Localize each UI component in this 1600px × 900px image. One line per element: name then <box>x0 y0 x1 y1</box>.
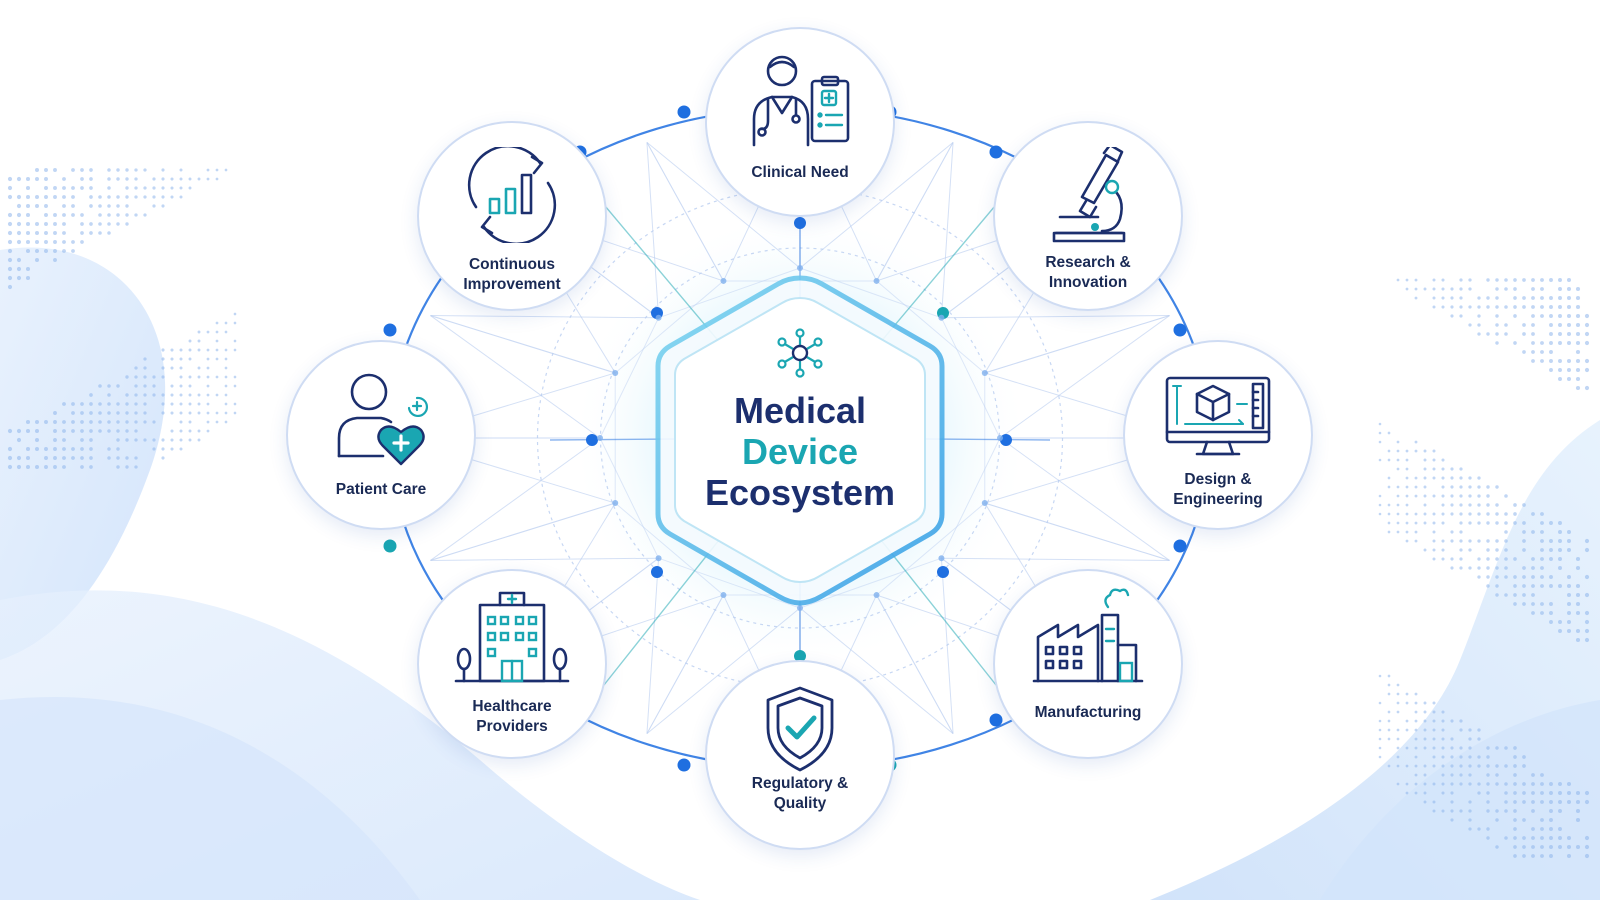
hub-title: Medical Device Ecosystem <box>650 390 950 513</box>
label-line: Quality <box>717 794 883 814</box>
label-line: Providers <box>429 717 595 737</box>
microscope-icon <box>1046 147 1130 243</box>
connector-line <box>430 558 658 560</box>
connector-line <box>430 503 615 560</box>
node-continuous-improvement[interactable]: Continuous Improvement <box>417 121 607 311</box>
label-line: Healthcare <box>429 697 595 717</box>
hub-title-line2: Device <box>650 431 950 472</box>
connector-dot <box>384 324 397 337</box>
hub-title-line3: Ecosystem <box>650 472 950 513</box>
node-design-engineering[interactable]: Design & Engineering <box>1123 340 1313 530</box>
connector-line <box>941 438 1000 558</box>
connector-line <box>430 316 615 373</box>
connector-dot <box>612 370 618 376</box>
connector-line <box>985 503 1170 560</box>
factory-icon <box>1032 585 1144 685</box>
node-clinical-need-label: Clinical Need <box>717 163 883 183</box>
connector-dot <box>1174 540 1187 553</box>
node-healthcare-providers[interactable]: Healthcare Providers <box>417 569 607 759</box>
connector-dot <box>990 714 1003 727</box>
connector-dot <box>990 146 1003 159</box>
node-regulatory-quality[interactable]: Regulatory & Quality <box>705 660 895 850</box>
patient-heart-icon <box>331 368 431 468</box>
node-research-innovation[interactable]: Research & Innovation <box>993 121 1183 311</box>
label-line: Design & <box>1135 470 1301 490</box>
connector-line <box>985 316 1170 373</box>
cycle-chart-icon <box>462 147 562 243</box>
connector-dot <box>597 435 603 441</box>
connector-line <box>877 142 954 281</box>
connector-line <box>941 558 1169 560</box>
connector-dot <box>612 500 618 506</box>
label-line: Manufacturing <box>1005 703 1171 723</box>
connector-dot <box>678 759 691 772</box>
node-research-innovation-label: Research & Innovation <box>1005 253 1171 293</box>
label-line: Clinical Need <box>717 163 883 183</box>
connector-dot <box>982 500 988 506</box>
connector-dot <box>678 106 691 119</box>
node-regulatory-quality-label: Regulatory & Quality <box>717 774 883 814</box>
hub-title-line1: Medical <box>650 390 950 431</box>
connector-dot <box>794 217 806 229</box>
node-patient-care[interactable]: Patient Care <box>286 340 476 530</box>
connector-dot <box>1174 324 1187 337</box>
node-manufacturing-label: Manufacturing <box>1005 703 1171 723</box>
node-clinical-need[interactable]: Clinical Need <box>705 27 895 217</box>
monitor-cube-icon <box>1163 374 1273 458</box>
node-patient-care-label: Patient Care <box>298 480 464 500</box>
hospital-icon <box>452 589 572 685</box>
node-design-engineering-label: Design & Engineering <box>1135 470 1301 510</box>
network-hub-icon <box>775 328 825 378</box>
label-line: Continuous <box>429 255 595 275</box>
connector-dot <box>586 434 598 446</box>
doctor-clipboard-icon <box>748 49 852 149</box>
connector-line <box>941 316 1169 318</box>
central-hub: Medical Device Ecosystem <box>650 270 950 610</box>
connector-line <box>647 142 724 281</box>
label-line: Research & <box>1005 253 1171 273</box>
connector-dot <box>997 435 1003 441</box>
connector-dot <box>982 370 988 376</box>
label-line: Improvement <box>429 275 595 295</box>
shield-check-icon <box>762 684 838 774</box>
connector-line <box>430 316 658 318</box>
label-line: Patient Care <box>298 480 464 500</box>
label-line: Regulatory & <box>717 774 883 794</box>
node-continuous-improvement-label: Continuous Improvement <box>429 255 595 295</box>
connector-dot <box>384 540 397 553</box>
node-healthcare-providers-label: Healthcare Providers <box>429 697 595 737</box>
connector-line <box>941 318 1000 438</box>
label-line: Innovation <box>1005 273 1171 293</box>
label-line: Engineering <box>1135 490 1301 510</box>
node-manufacturing[interactable]: Manufacturing <box>993 569 1183 759</box>
